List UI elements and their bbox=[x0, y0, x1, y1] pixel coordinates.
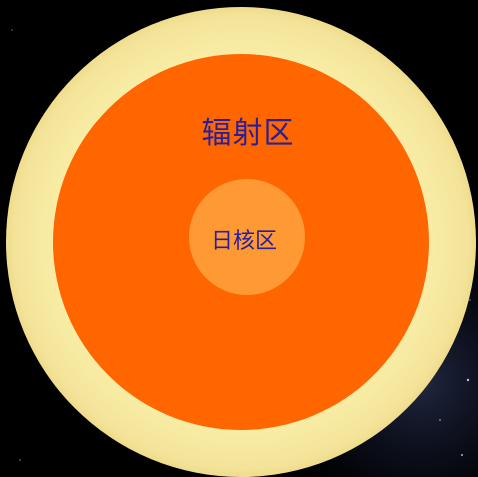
star-field bbox=[11, 29, 471, 461]
core-label: 日核区 bbox=[210, 229, 278, 254]
radiative-zone-label: 辐射区 bbox=[201, 116, 295, 151]
core-layer bbox=[189, 179, 305, 295]
